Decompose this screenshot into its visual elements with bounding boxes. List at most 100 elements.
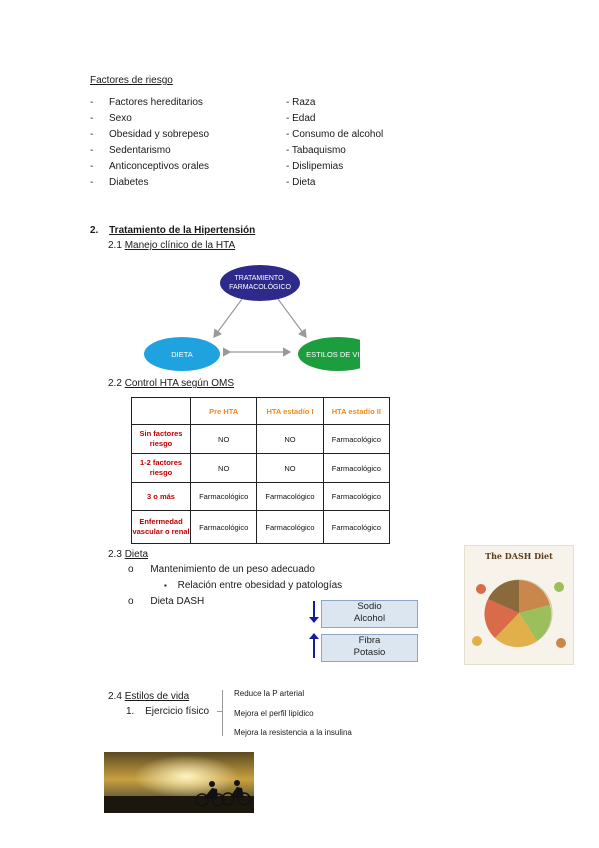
item-number: 1.: [126, 706, 135, 717]
risk-factor-left: Diabetes: [109, 177, 149, 188]
node-lifestyle-label: ESTILOS DE VIDA: [306, 350, 360, 359]
table-header-cell: Pre HTA: [189, 397, 258, 425]
risk-factor-left: Anticonceptivos orales: [109, 161, 210, 172]
table-cell: Farmacológico: [189, 482, 258, 511]
table-cell: Farmacológico: [322, 510, 391, 544]
table-row: Enfermedad vascular o renal Farmacológic…: [131, 510, 391, 544]
subsection-number: 2.4: [108, 691, 122, 702]
arrow-down-head-icon: [309, 617, 319, 623]
table-header-cell: HTA estadío II: [322, 397, 391, 425]
arrow-up-head-icon: [309, 633, 319, 639]
table-row-header: Enfermedad vascular o renal: [131, 510, 191, 544]
increase-item: Potasio: [353, 647, 386, 658]
bullet-text: Mantenimiento de un peso adecuado: [150, 564, 315, 575]
exercise-effect: Mejora el perfil lipídico: [234, 709, 314, 718]
list-dash: -: [90, 97, 94, 108]
risk-factor-right: - Tabaquismo: [286, 145, 346, 156]
table-row-header: 1-2 factores riesgo: [131, 453, 191, 483]
node-pharmacological-label: TRATAMIENTO FARMACOLÓGICO: [229, 275, 291, 291]
list-dash: -: [90, 161, 94, 172]
subsection-title: Manejo clínico de la HTA: [124, 240, 236, 251]
exercise-effect: Reduce la P arterial: [234, 689, 305, 698]
risk-factor-right: - Edad: [286, 113, 316, 124]
oms-control-table: Pre HTA HTA estadío I HTA estadío II Sin…: [131, 397, 391, 544]
increase-arrow-icon: [313, 638, 315, 658]
table-header-row: Pre HTA HTA estadío I HTA estadío II: [131, 397, 391, 425]
section-number: 2.: [90, 225, 99, 236]
table-row: 1-2 factores riesgo NO NO Farmacológico: [131, 453, 391, 483]
increase-item: Fibra: [358, 635, 381, 646]
node-pharmacological: [220, 265, 300, 301]
bullet-text: Dieta DASH: [150, 596, 205, 607]
brace-icon: [222, 690, 228, 736]
table-cell: NO: [189, 453, 258, 483]
table-header-cell: [131, 397, 191, 425]
table-row: Sin factores riesgo NO NO Farmacológico: [131, 424, 391, 454]
arrow-to-lifestyle: [277, 298, 307, 338]
bullet-symbol: o: [128, 596, 134, 607]
increase-box: Fibra Potasio: [321, 634, 418, 662]
list-dash: -: [90, 129, 94, 140]
sub-bullet-symbol: ▪: [164, 581, 167, 590]
diet-bullet-1: o Mantenimiento de un peso adecuado: [128, 563, 315, 576]
subsection-number: 2.3: [108, 549, 122, 560]
list-dash: -: [90, 145, 94, 156]
table-cell: Farmacológico: [256, 482, 324, 511]
subsection-title: Dieta: [124, 549, 149, 560]
table-cell: NO: [256, 453, 324, 483]
table-cell: Farmacológico: [322, 424, 391, 454]
table-cell: Farmacológico: [189, 510, 258, 544]
risk-factor-left: Obesidad y sobrepeso: [109, 129, 210, 140]
node-label-line2: FARMACOLÓGICO: [229, 282, 291, 291]
subsection-number: 2.2: [108, 378, 122, 389]
cyclists-photo: [104, 752, 254, 813]
table-row-header: Sin factores riesgo: [131, 424, 191, 454]
subsection-title: Estilos de vida: [124, 691, 190, 702]
exercise-effect: Mejora la resistencia a la insulina: [234, 728, 352, 737]
risk-factor-right: - Consumo de alcohol: [286, 129, 384, 140]
dash-image-title: The DASH Diet: [485, 551, 553, 561]
diet-bullet-2: o Dieta DASH: [128, 595, 204, 608]
decrease-arrow-icon: [313, 601, 315, 619]
brace-tip-icon: [217, 711, 223, 712]
risk-factor-right: - Raza: [286, 97, 316, 108]
table-cell: NO: [256, 424, 324, 454]
subsection-heading-2-2: 2.2 Control HTA según OMS: [108, 377, 234, 390]
node-diet-label: DIETA: [171, 350, 193, 359]
lifestyle-item: 1. Ejercicio físico: [126, 705, 209, 718]
list-dash: -: [90, 177, 94, 188]
table-cell: Farmacológico: [256, 510, 324, 544]
table-header-cell: HTA estadío I: [256, 397, 324, 425]
bullet-symbol: o: [128, 564, 134, 575]
decrease-item: Alcohol: [353, 613, 386, 624]
treatment-diagram: TRATAMIENTO FARMACOLÓGICO DIETA ESTILOS …: [144, 265, 360, 371]
section-heading: 2. Tratamiento de la Hipertensión: [90, 224, 255, 237]
risk-factor-left: Sedentarismo: [109, 145, 171, 156]
node-diet: [144, 337, 220, 371]
dash-diet-image: The DASH Diet: [464, 545, 574, 665]
subsection-heading-2-3: 2.3 Dieta: [108, 548, 148, 561]
subsection-heading-2-1: 2.1 Manejo clínico de la HTA: [108, 239, 235, 252]
node-label-line1: TRATAMIENTO: [235, 275, 285, 282]
table-cell: Farmacológico: [322, 482, 391, 511]
dash-plate-illustration: [472, 579, 566, 648]
list-dash: -: [90, 113, 94, 124]
subsection-title: Control HTA según OMS: [124, 378, 234, 389]
diet-sub-bullet: ▪ Relación entre obesidad y patologías: [164, 579, 342, 592]
table-row: 3 o más Farmacológico Farmacológico Farm…: [131, 482, 391, 511]
node-lifestyle: [298, 337, 360, 371]
table-row-header: 3 o más: [131, 482, 191, 511]
decrease-item: Sodio: [357, 601, 382, 612]
subsection-number: 2.1: [108, 240, 122, 251]
risk-factor-right: - Dislipemias: [286, 161, 344, 172]
section-title: Tratamiento de la Hipertensión: [109, 225, 256, 236]
sub-bullet-text: Relación entre obesidad y patologías: [177, 580, 343, 591]
risk-factors-title: Factores de riesgo: [90, 75, 173, 86]
arrow-to-diet: [213, 298, 243, 338]
item-text: Ejercicio físico: [145, 706, 210, 717]
decrease-box: Sodio Alcohol: [321, 600, 418, 628]
risk-factor-left: Sexo: [109, 113, 132, 124]
table-cell: NO: [189, 424, 258, 454]
table-cell: Farmacológico: [322, 453, 391, 483]
risk-factor-right: - Dieta: [286, 177, 316, 188]
